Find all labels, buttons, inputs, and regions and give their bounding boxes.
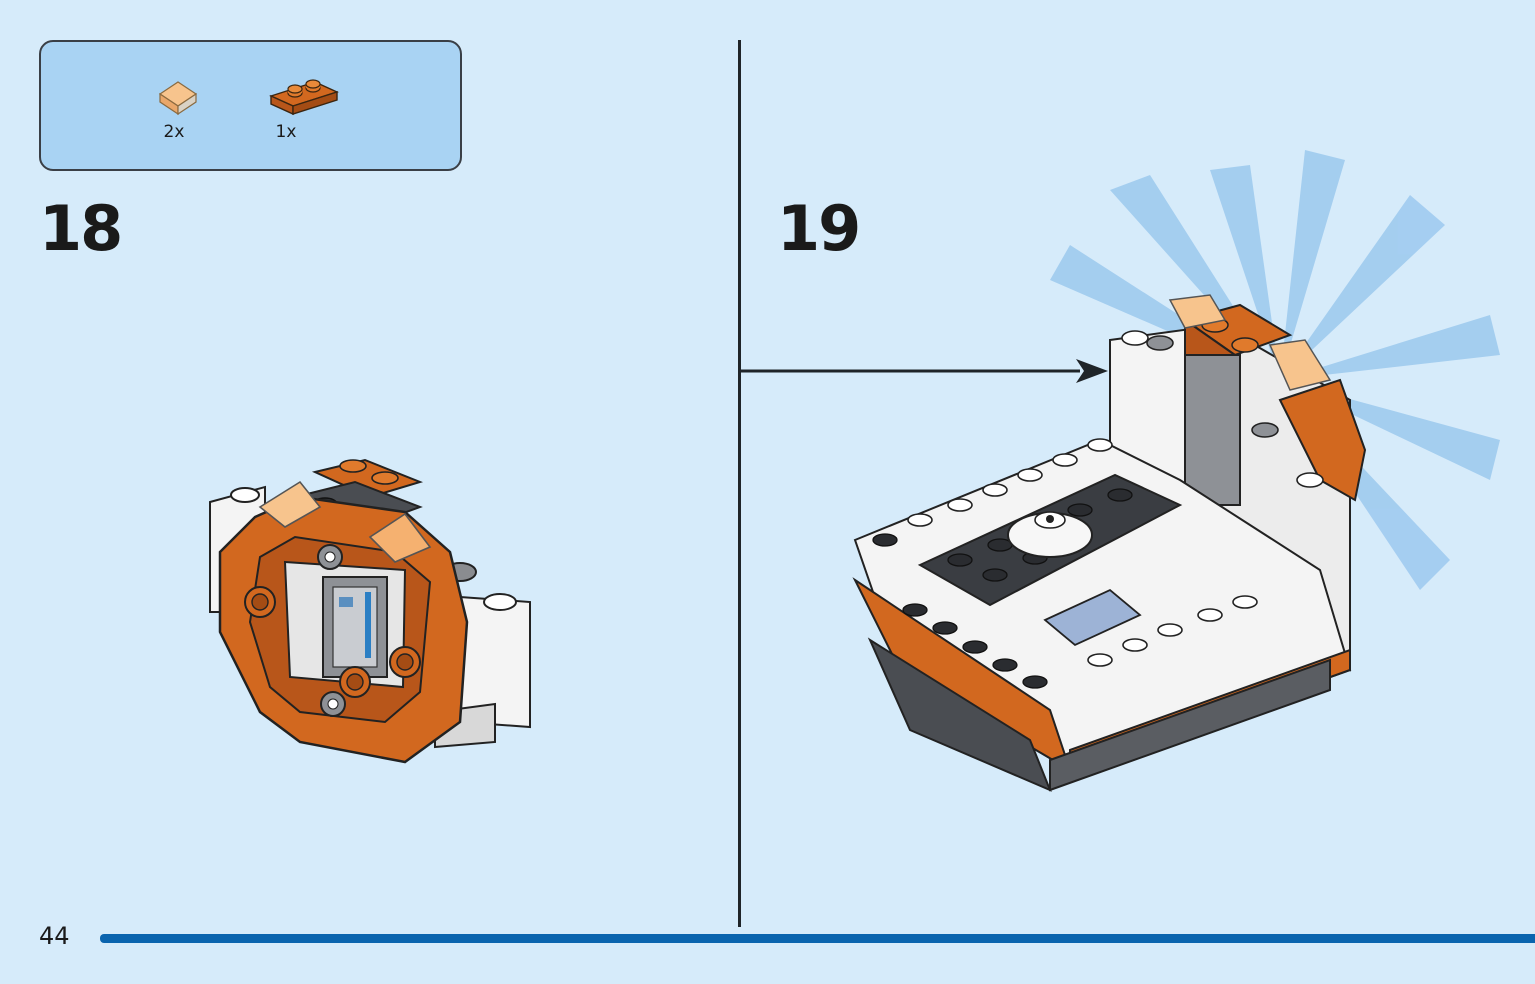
- part-quantity: 1x: [275, 122, 297, 142]
- step-19-assembly-illustration: [852, 150, 1500, 792]
- part-item: 2x: [154, 78, 198, 142]
- page-footer-bar: [100, 934, 1535, 943]
- transparent-orange-slope-brick-icon: [158, 81, 198, 116]
- parts-list-callout: 2x 1x: [39, 40, 462, 171]
- part-quantity: 2x: [163, 122, 185, 142]
- step-divider: [738, 40, 741, 927]
- part-item: 1x: [269, 76, 339, 142]
- step-18-assembly-illustration: [209, 458, 531, 764]
- step-number: 18: [39, 192, 123, 265]
- page-number: 44: [39, 922, 70, 950]
- step-number: 19: [777, 192, 861, 265]
- placement-arrow-icon: [740, 359, 1108, 383]
- orange-plate-1x2-icon: [269, 79, 339, 116]
